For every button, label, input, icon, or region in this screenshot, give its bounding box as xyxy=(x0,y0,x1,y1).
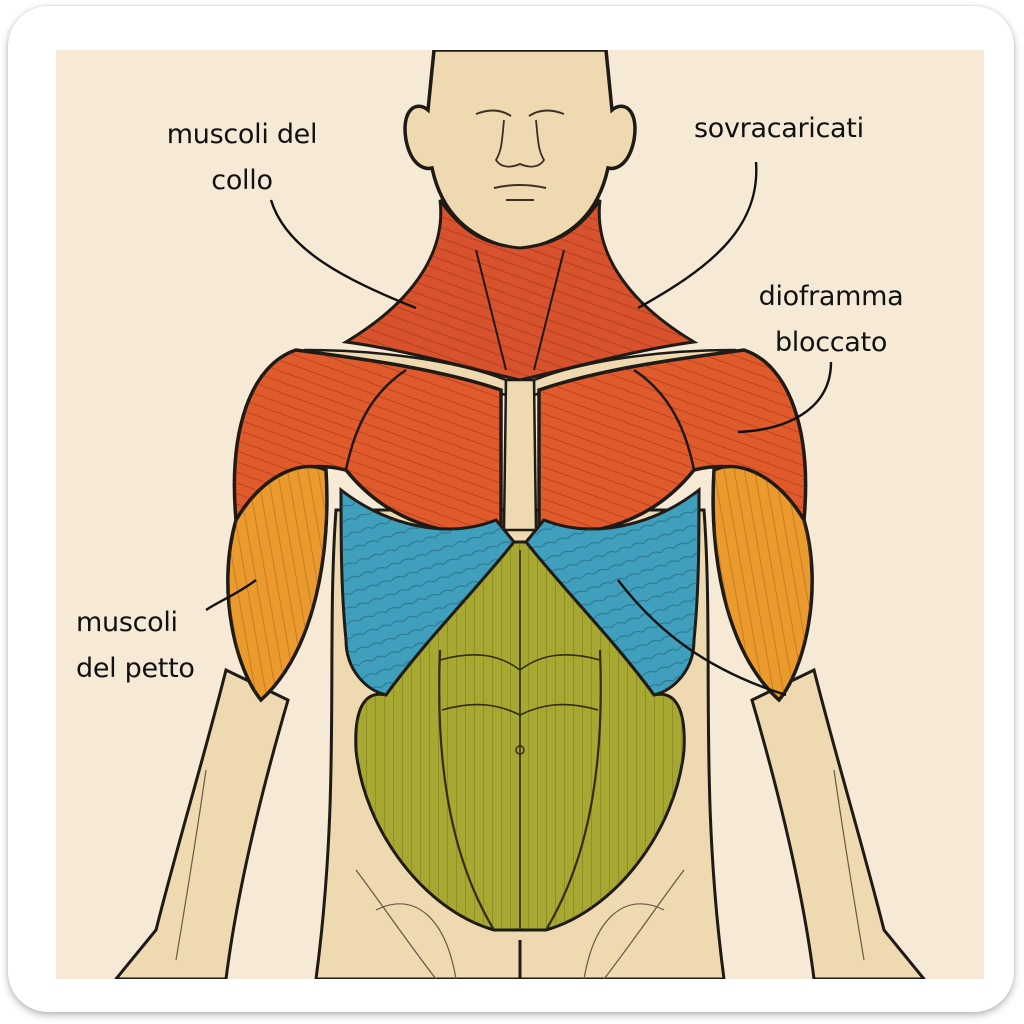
abdominals xyxy=(354,540,686,932)
forearm-right xyxy=(750,667,926,979)
label-neck-muscles: muscoli del collo xyxy=(166,119,318,196)
anatomy-figure xyxy=(114,50,926,979)
pectoral-left xyxy=(232,348,503,535)
card-frame: muscoli del collo sovracaricati dioframm… xyxy=(8,6,1014,1012)
serratus-left xyxy=(339,486,516,697)
leader-neck xyxy=(269,199,417,310)
leader-lines xyxy=(205,161,833,697)
label-diaphragm-blocked: dioframma bloccato xyxy=(758,281,904,358)
biceps-left xyxy=(226,464,329,703)
forearm-left xyxy=(114,667,290,979)
label-chest-muscles: muscoli del petto xyxy=(76,607,195,684)
leader-chest xyxy=(205,579,257,611)
biceps-right xyxy=(711,464,814,703)
neck-muscles xyxy=(341,199,699,382)
illustration-canvas: muscoli del collo sovracaricati dioframm… xyxy=(56,50,984,979)
leader-serratus xyxy=(617,579,787,697)
label-overloaded: sovracaricati xyxy=(694,113,864,144)
leader-diaphragm xyxy=(737,361,833,434)
serratus-right xyxy=(524,486,701,697)
pectoral-right xyxy=(537,348,808,535)
leader-overloaded xyxy=(637,161,758,310)
